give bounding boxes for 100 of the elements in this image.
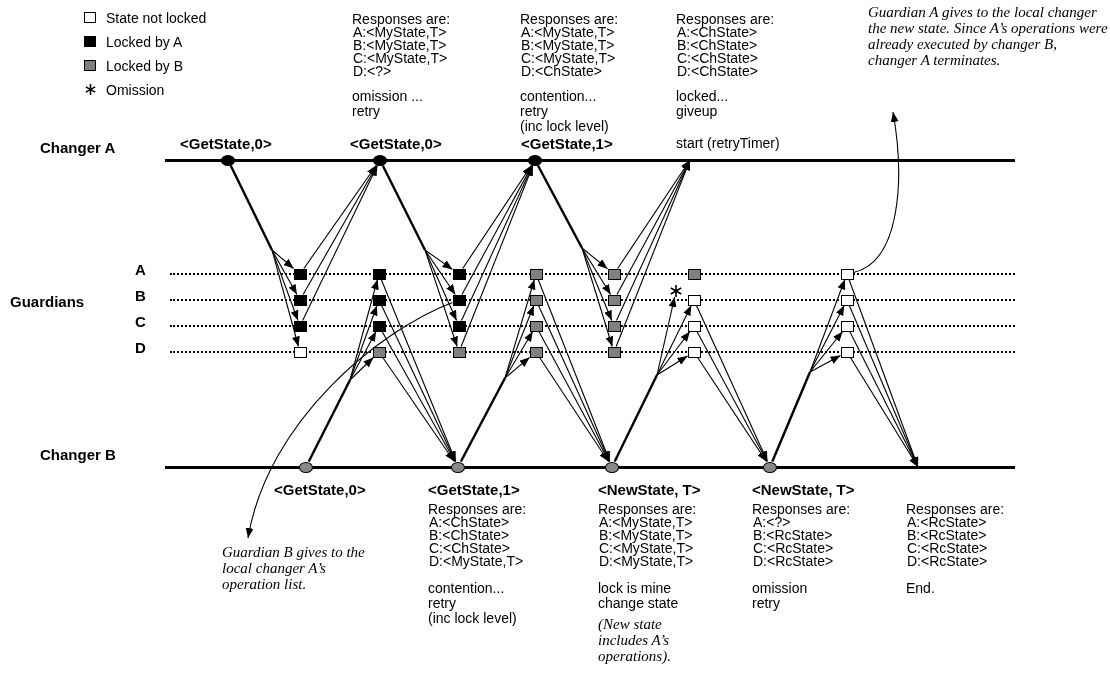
response-text: D:<ChState>	[677, 65, 758, 78]
response-text: Responses are:	[520, 13, 619, 26]
legend-label: Locked by B	[106, 59, 184, 73]
event-dot	[451, 462, 465, 473]
response-text: A:<MyState,T>	[521, 26, 615, 39]
message-arrow	[380, 278, 457, 463]
message-arrow	[581, 247, 614, 348]
response-text: C:<MyState,T>	[521, 52, 616, 65]
message-arrow	[809, 330, 844, 373]
lock-state-marker	[373, 269, 386, 280]
response-text: D:<MyState,T>	[599, 555, 694, 568]
message-arrow	[695, 304, 769, 463]
status-note: omission ...	[352, 90, 423, 103]
status-note: retry	[520, 105, 548, 118]
status-note: (inc lock level)	[428, 612, 517, 625]
message-label: <GetState,1>	[428, 482, 520, 498]
response-text: A:<ChState>	[429, 516, 510, 529]
response-text: A:<MyState,T>	[599, 516, 693, 529]
message-arrow	[349, 356, 374, 381]
guardian-label: C	[135, 314, 146, 330]
message-arrow	[656, 296, 677, 376]
response-text: C:<RcState>	[907, 542, 988, 555]
annotation-note: (New state includes A’s operations).	[598, 616, 672, 664]
response-text: B:<RcState>	[753, 529, 833, 542]
message-arrow	[349, 330, 377, 381]
status-note: retry	[352, 105, 380, 118]
lock-state-marker	[688, 295, 701, 306]
event-dot	[299, 462, 313, 473]
legend-label: State not locked	[106, 11, 207, 25]
message-trunk	[771, 371, 812, 462]
message-arrow	[349, 304, 378, 381]
message-arrow	[697, 356, 767, 463]
message-arrow	[656, 355, 689, 376]
message-arrow	[424, 249, 458, 322]
lock-state-marker	[294, 295, 307, 306]
response-text: C:<ChState>	[677, 52, 758, 65]
lock-state-marker	[373, 321, 386, 332]
response-text: C:<MyState,T>	[599, 542, 694, 555]
message-arrow	[424, 249, 454, 270]
status-note: lock is mine	[598, 582, 672, 595]
response-text: A:<MyState,T>	[353, 26, 447, 39]
response-text: B:<ChState>	[677, 39, 758, 52]
lock-state-marker	[294, 321, 307, 332]
message-arrow	[538, 330, 610, 463]
message-arrow	[809, 278, 846, 373]
lock-state-marker	[608, 295, 621, 306]
response-text: C:<ChState>	[429, 542, 510, 555]
status-note: change state	[598, 597, 679, 610]
response-text: A:<?>	[753, 516, 791, 529]
message-label: <GetState,0>	[180, 136, 272, 152]
lock-state-marker	[530, 295, 543, 306]
response-text: B:<RcState>	[907, 529, 987, 542]
status-note: retry	[428, 597, 456, 610]
lock-state-marker	[453, 269, 466, 280]
leader-line	[852, 111, 899, 274]
response-text: D:<RcState>	[753, 555, 834, 568]
response-text: Responses are:	[352, 13, 451, 26]
message-trunk	[381, 164, 427, 251]
event-dot	[763, 462, 777, 473]
status-note: retry	[752, 597, 780, 610]
event-dot	[221, 155, 235, 166]
response-text: D:<?>	[353, 65, 392, 78]
leader-line	[246, 301, 454, 539]
lifeline-label: Changer B	[40, 447, 116, 463]
response-text: B:<MyState,T>	[521, 39, 615, 52]
response-text: C:<MyState,T>	[353, 52, 448, 65]
status-note: End.	[906, 582, 935, 595]
message-arrow	[424, 249, 458, 348]
response-text: Responses are:	[598, 503, 697, 516]
message-label: <GetState,1>	[521, 136, 613, 152]
lock-state-marker	[453, 321, 466, 332]
lock-state-marker	[530, 347, 543, 358]
message-arrow	[656, 330, 691, 376]
message-arrow	[381, 330, 456, 463]
lock-state-marker	[608, 347, 621, 358]
lock-state-marker	[608, 321, 621, 332]
message-arrow	[382, 356, 455, 463]
message-arrow	[381, 304, 456, 463]
annotation-note: Guardian B gives to the local changer A’s operation list.	[222, 544, 382, 592]
response-text: B:<MyState,T>	[599, 529, 693, 542]
message-arrow	[303, 164, 377, 270]
response-text: Responses are:	[906, 503, 1005, 516]
status-note: contention...	[428, 582, 505, 595]
group-label: Guardians	[10, 294, 85, 310]
lock-state-marker	[608, 269, 621, 280]
response-text: D:<ChState>	[521, 65, 602, 78]
event-dot	[373, 155, 387, 166]
response-text: B:<MyState,T>	[353, 39, 447, 52]
lock-state-marker	[453, 347, 466, 358]
guardian-label: A	[135, 262, 146, 278]
message-trunk	[307, 379, 352, 463]
response-text: A:<RcState>	[907, 516, 987, 529]
message-trunk	[229, 164, 274, 251]
message-arrow	[271, 249, 300, 348]
response-text: D:<MyState,T>	[429, 555, 524, 568]
event-dot	[605, 462, 619, 473]
response-text: B:<ChState>	[429, 529, 510, 542]
lock-state-marker	[453, 295, 466, 306]
message-arrow	[809, 354, 842, 373]
status-note: contention...	[520, 90, 597, 103]
